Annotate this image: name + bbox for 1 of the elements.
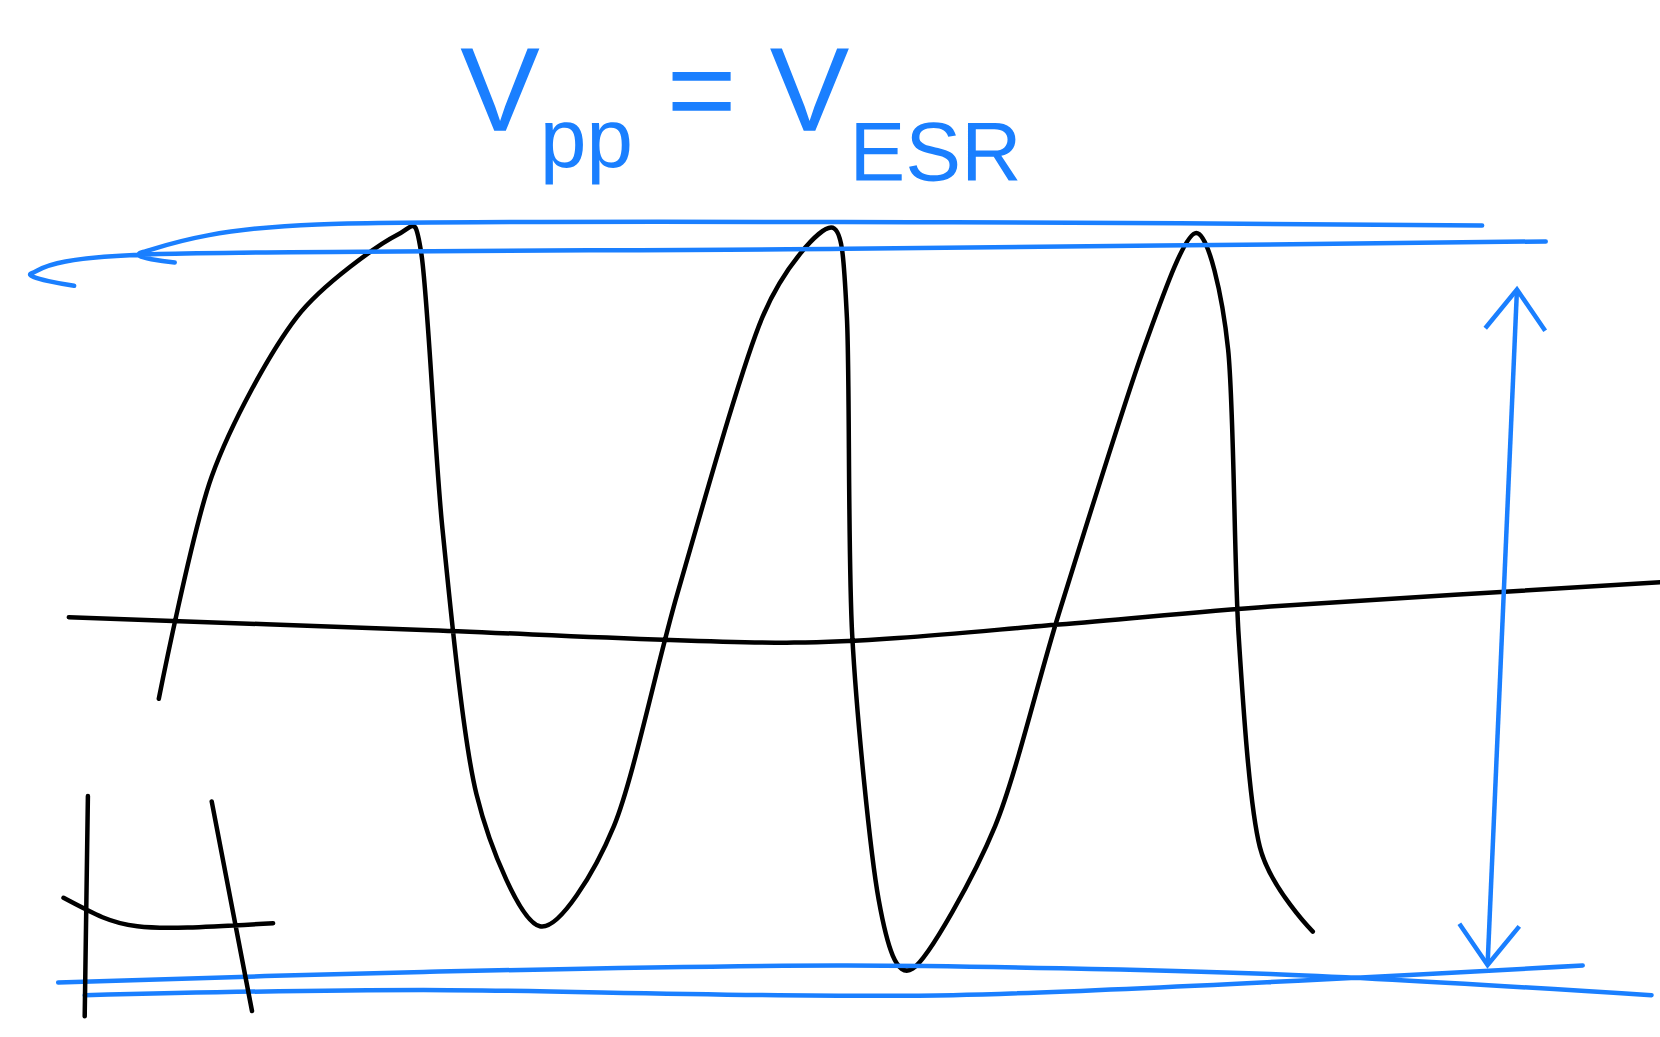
title: V$_{pp}$ = V$_{ESR}$ [460, 48, 1018, 185]
